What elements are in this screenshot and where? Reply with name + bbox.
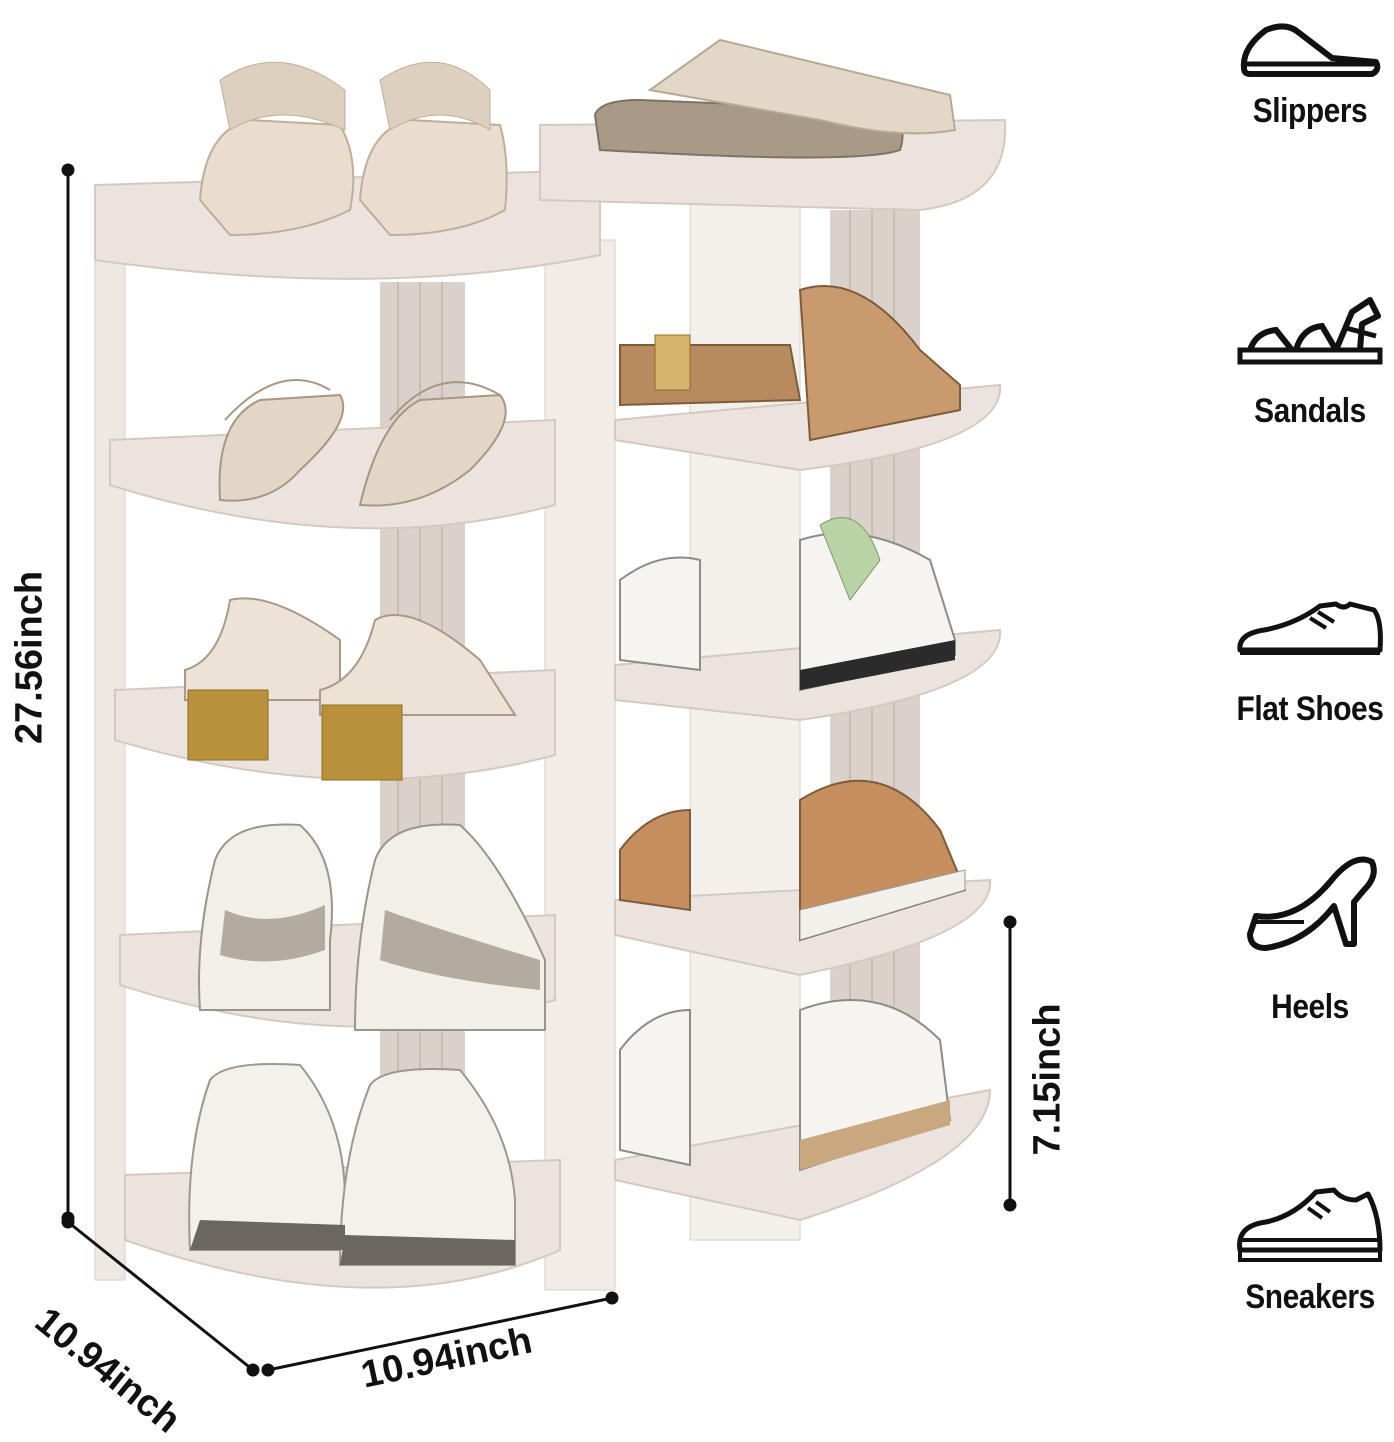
left-tier4-sneakers [198, 823, 546, 1031]
height-line-end-top [61, 163, 75, 177]
left-tier3-heels [184, 597, 517, 781]
flat-shoe-icon [1237, 601, 1383, 655]
shoe-rack-product-illustration [61, 38, 1017, 1377]
heel-icon [1247, 856, 1377, 951]
legend-item-heels: Heels [1226, 852, 1394, 1027]
sandal-icon [1237, 297, 1383, 365]
legend-label-flat-shoes: Flat Shoes [1236, 690, 1384, 728]
right-tier1-flipflops [593, 38, 957, 159]
dimension-lines [61, 163, 1017, 1377]
right-tier2-sandals [619, 285, 961, 442]
right-tier3-sneakers [619, 517, 956, 692]
left-rack-side-post [544, 239, 616, 1291]
left-rack-front-post [94, 209, 126, 1281]
legend-label-heels: Heels [1271, 988, 1349, 1026]
legend-label-slippers: Slippers [1252, 92, 1368, 130]
legend-item-sandals: Sandals [1226, 292, 1394, 431]
left-tier5-sneakers [188, 1063, 516, 1266]
left-rack [94, 61, 616, 1291]
tier-height-dimension-label: 7.15inch [1026, 1003, 1069, 1156]
legend-item-slippers: Slippers [1226, 18, 1394, 131]
legend-item-sneakers: Sneakers [1226, 1186, 1394, 1317]
left-tier1-slides [198, 61, 508, 237]
right-tier4-sneakers [619, 779, 967, 942]
sneaker-icon [1237, 1187, 1383, 1262]
slipper-icon [1240, 23, 1381, 77]
width-line [267, 1296, 613, 1372]
legend-label-sandals: Sandals [1254, 392, 1366, 430]
left-tier2-sandals [218, 379, 507, 507]
right-rack [539, 38, 1007, 1241]
legend-item-flat-shoes: Flat Shoes [1226, 600, 1394, 729]
depth-line [67, 1220, 254, 1372]
height-dimension-label: 27.56inch [8, 570, 51, 745]
right-tier5-sneakers [619, 999, 952, 1172]
legend-label-sneakers: Sneakers [1245, 1278, 1375, 1316]
